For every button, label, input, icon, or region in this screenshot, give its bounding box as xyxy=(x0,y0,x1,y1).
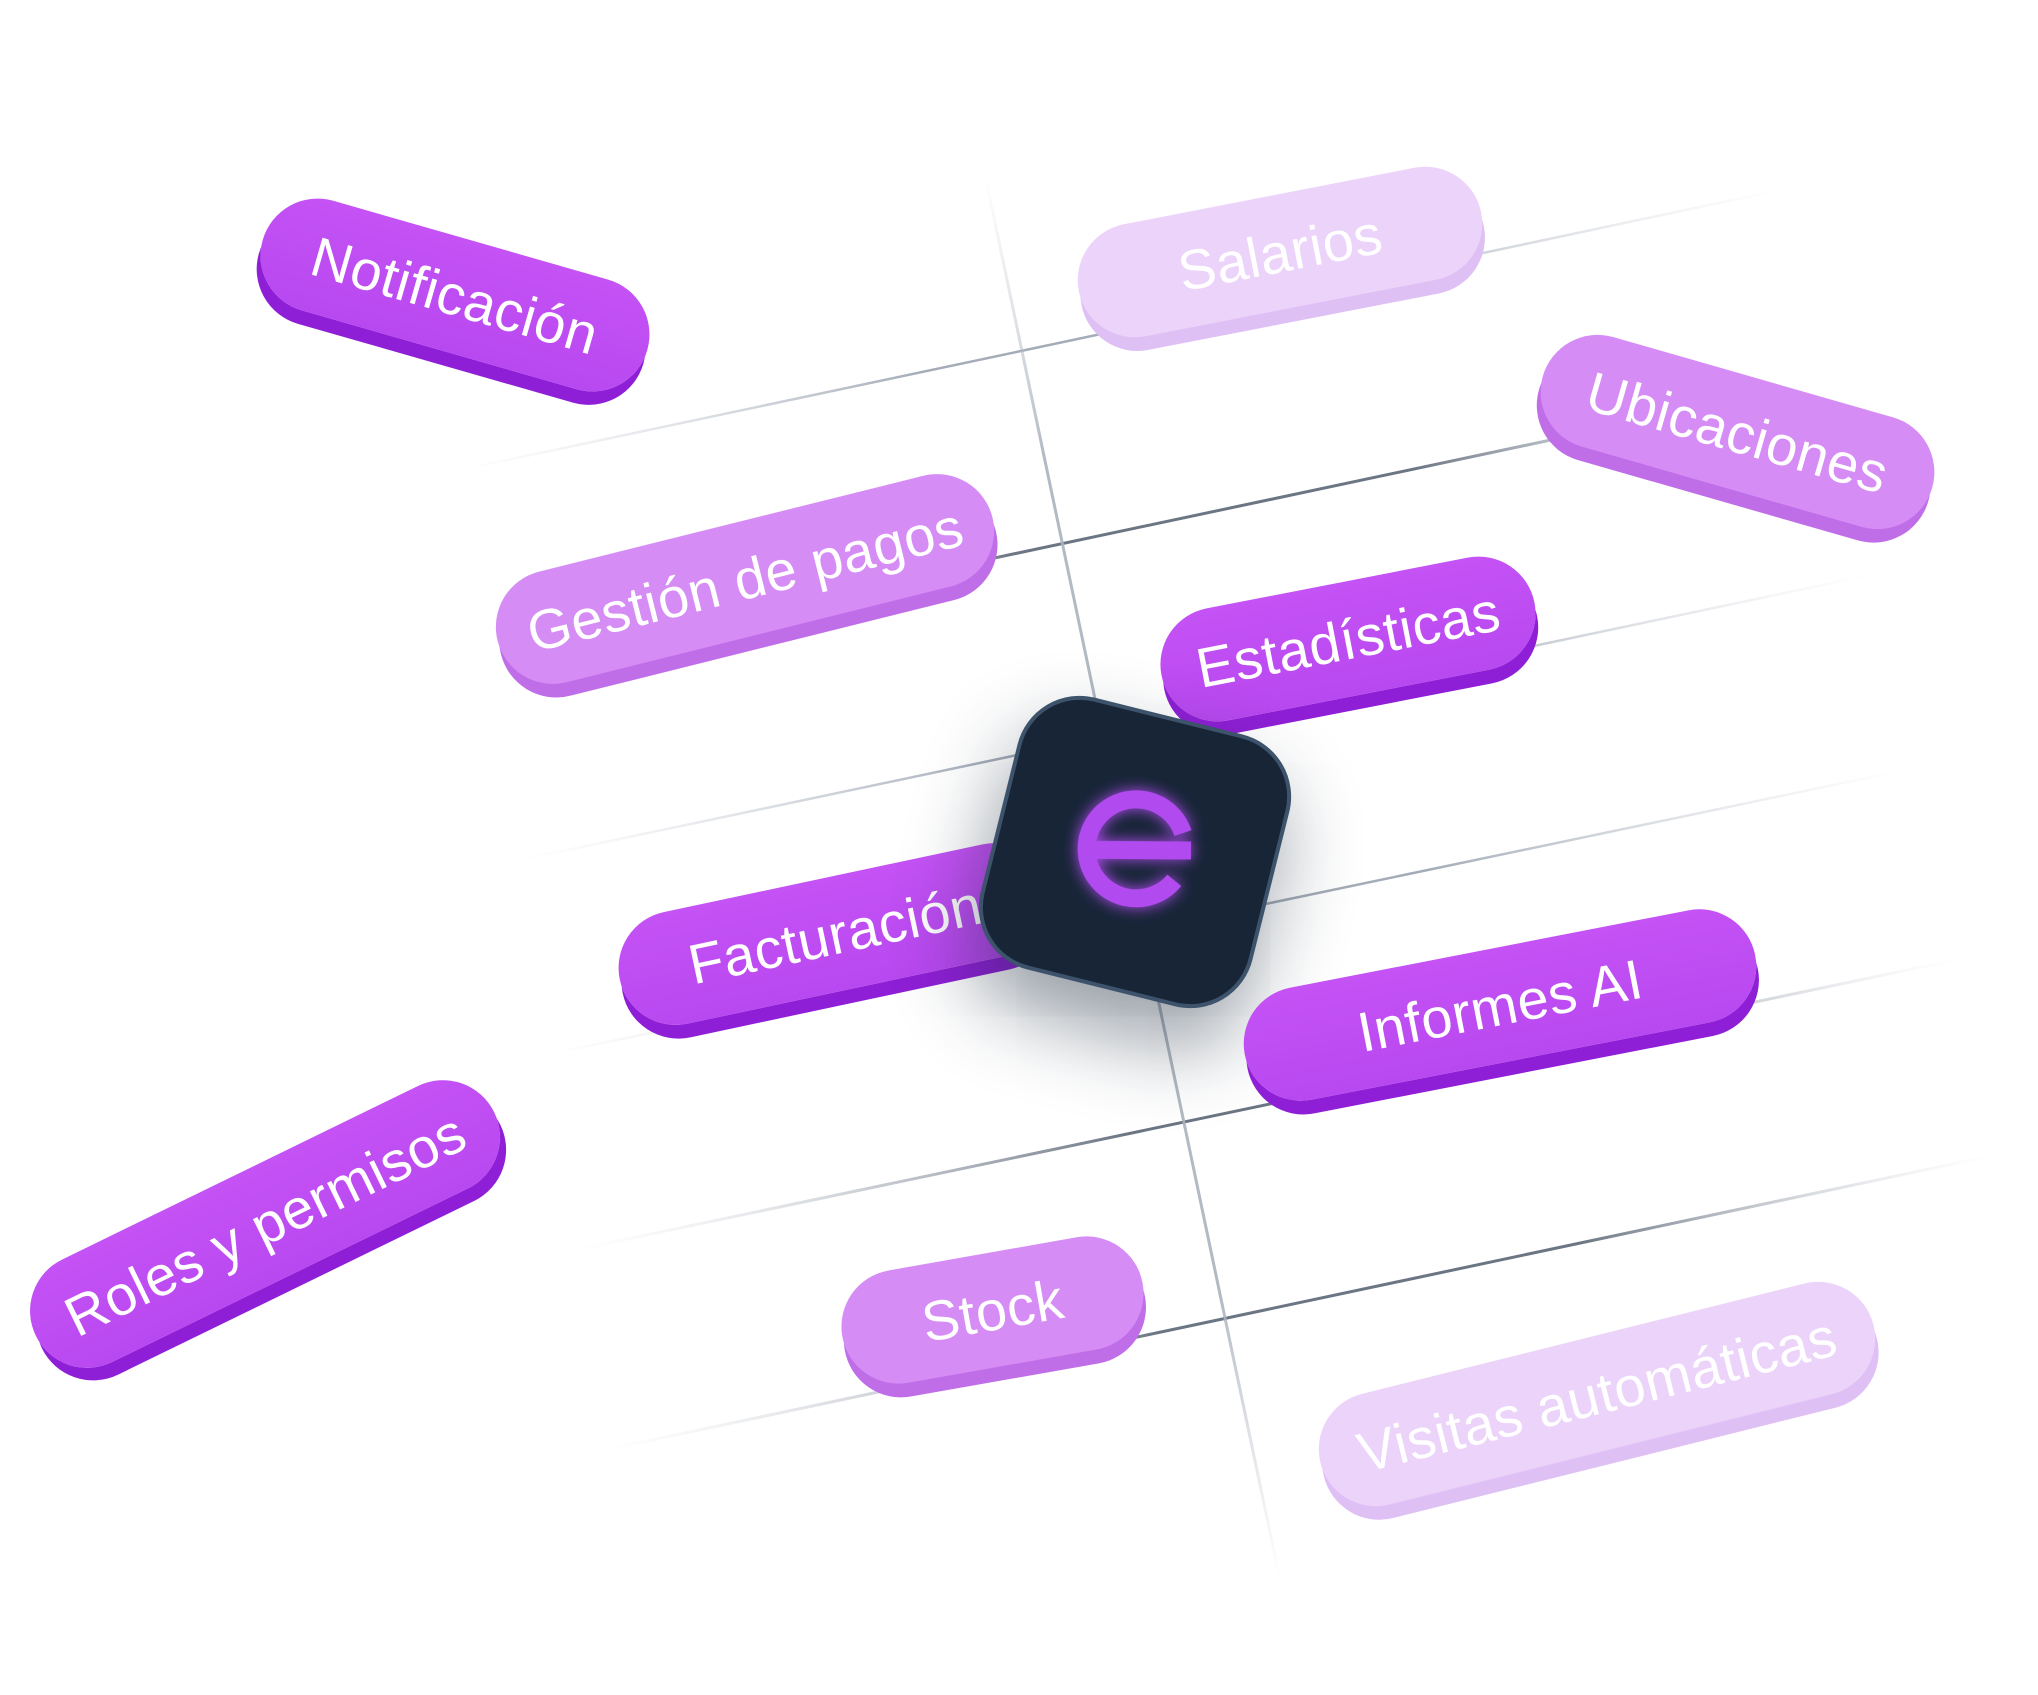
grid-line xyxy=(604,1153,1996,1452)
feature-label: Salarios xyxy=(1172,201,1388,303)
grid-line xyxy=(519,573,1871,862)
app-logo-tile xyxy=(965,682,1305,1022)
feature-label: Stock xyxy=(916,1266,1069,1354)
e-logo-icon xyxy=(1077,790,1192,908)
